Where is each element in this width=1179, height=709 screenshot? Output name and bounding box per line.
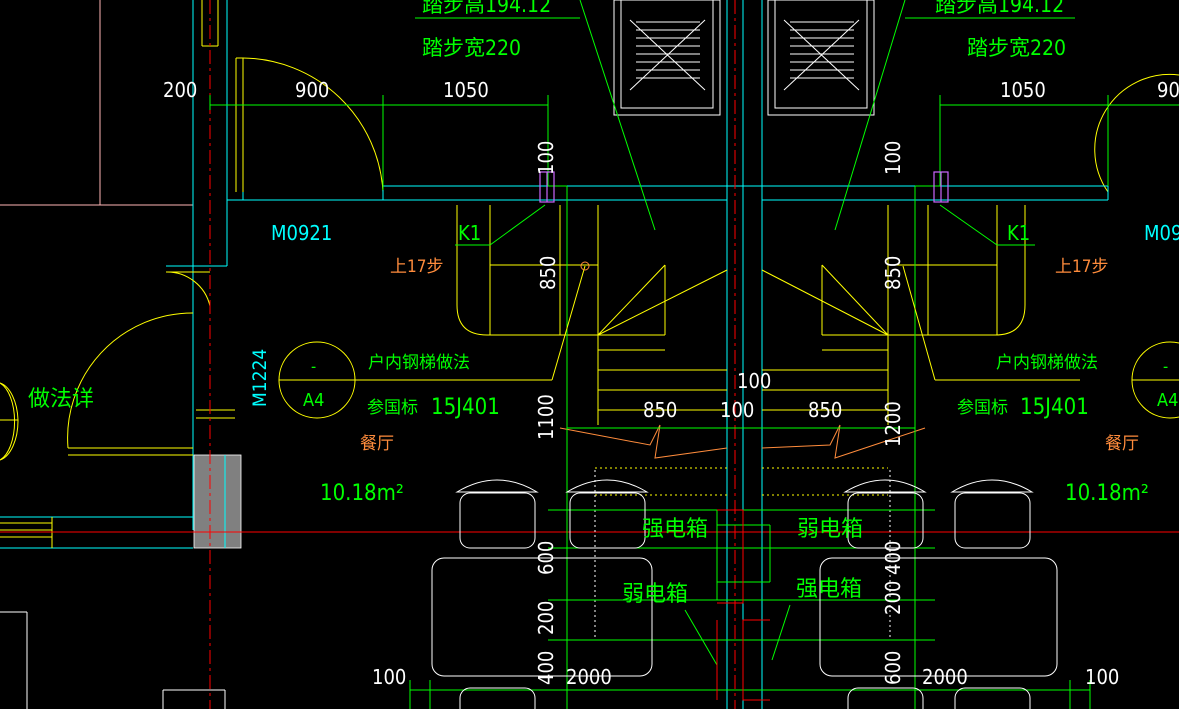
dim-600-left: 600 xyxy=(534,541,558,575)
leader-lines xyxy=(355,261,1080,381)
dim-850-v-left: 850 xyxy=(536,256,560,290)
dim-1200: 1200 xyxy=(881,401,905,447)
bubble-top-right: - xyxy=(1163,357,1168,376)
dim-2000-left: 2000 xyxy=(566,665,612,689)
bubble-bottom-right: A4 xyxy=(1157,390,1178,411)
ref-std-left: 参国标 xyxy=(367,398,418,418)
dim-100-bottom-left: 100 xyxy=(372,665,406,689)
weak-box-left: 弱电箱 xyxy=(622,582,688,607)
dim-850-v-right: 850 xyxy=(881,256,905,290)
left-wall-structure xyxy=(0,0,383,709)
bubble-top-left: - xyxy=(311,357,316,376)
bubble-bottom-left: A4 xyxy=(303,390,324,411)
dining-furniture xyxy=(431,479,1058,709)
column-markers xyxy=(539,171,949,203)
dim-900-right: 90 xyxy=(1157,78,1179,102)
dim-1050-left: 1050 xyxy=(443,78,489,102)
dim-100-bottom-right: 100 xyxy=(1085,665,1119,689)
dining-left: 餐厅 xyxy=(360,434,394,454)
dim-100-center: 100 xyxy=(737,369,771,393)
dim-200-right: 200 xyxy=(881,581,905,615)
top-vent-left xyxy=(613,0,721,116)
step-height-right: 踏步高194.12 xyxy=(935,0,1064,17)
k1-right: K1 xyxy=(1007,221,1030,245)
ref-std-right: 参国标 xyxy=(957,398,1008,418)
dim-400-right: 400 xyxy=(881,541,905,575)
weak-box-right-top: 弱电箱 xyxy=(797,517,863,542)
detail-bubble-edge-left xyxy=(0,382,19,461)
strong-box-right: 强电箱 xyxy=(796,577,862,602)
shaft-boxes xyxy=(716,509,770,701)
stair-method-right: 户内钢梯做法 xyxy=(996,353,1098,373)
dim-100-h-center: 100 xyxy=(720,398,754,422)
ref-std-code-left: 15J401 xyxy=(431,395,500,420)
practice-detail: 做法详 xyxy=(28,387,94,412)
dim-850-h-right: 850 xyxy=(808,398,842,422)
stair-left xyxy=(456,205,728,425)
step-width-left: 踏步宽220 xyxy=(422,36,521,60)
step-width-right: 踏步宽220 xyxy=(967,36,1066,60)
dim-1100: 1100 xyxy=(534,394,558,440)
dim-200: 200 xyxy=(163,78,197,102)
detail-bubble-left xyxy=(278,341,356,419)
step-height-left: 踏步高194.12 xyxy=(422,0,551,17)
dim-900-left: 900 xyxy=(295,78,329,102)
dim-200-left: 200 xyxy=(534,601,558,635)
door-m0921-right: M09 xyxy=(1144,221,1179,245)
dim-2000-right: 2000 xyxy=(922,665,968,689)
ref-std-code-right: 15J401 xyxy=(1020,395,1089,420)
dining-right: 餐厅 xyxy=(1105,434,1139,454)
area-right: 10.18m² xyxy=(1065,481,1149,506)
door-m1224: M1224 xyxy=(249,349,271,407)
up17-right: 上17步 xyxy=(1055,257,1108,277)
dashed-guides xyxy=(594,467,891,640)
dim-850-h-left: 850 xyxy=(643,398,677,422)
up17-left: 上17步 xyxy=(390,257,443,277)
break-line xyxy=(559,424,926,459)
dim-600-right: 600 xyxy=(881,651,905,685)
door-swing-arcs xyxy=(67,57,1179,449)
dim-1050-right: 1050 xyxy=(1000,78,1046,102)
dim-100-v-right: 100 xyxy=(881,141,905,175)
stair-method-left: 户内钢梯做法 xyxy=(368,353,470,373)
dim-100-v-left: 100 xyxy=(534,141,558,175)
stair-right xyxy=(761,205,1026,425)
detail-bubble-right xyxy=(1131,341,1179,419)
k1-left: K1 xyxy=(458,221,481,245)
strong-box-left: 强电箱 xyxy=(642,517,708,542)
dim-400-left: 400 xyxy=(534,651,558,685)
top-vent-right xyxy=(767,0,875,116)
top-ledge xyxy=(382,185,1109,201)
area-left: 10.18m² xyxy=(320,481,404,506)
door-m0921-left: M0921 xyxy=(271,221,332,245)
